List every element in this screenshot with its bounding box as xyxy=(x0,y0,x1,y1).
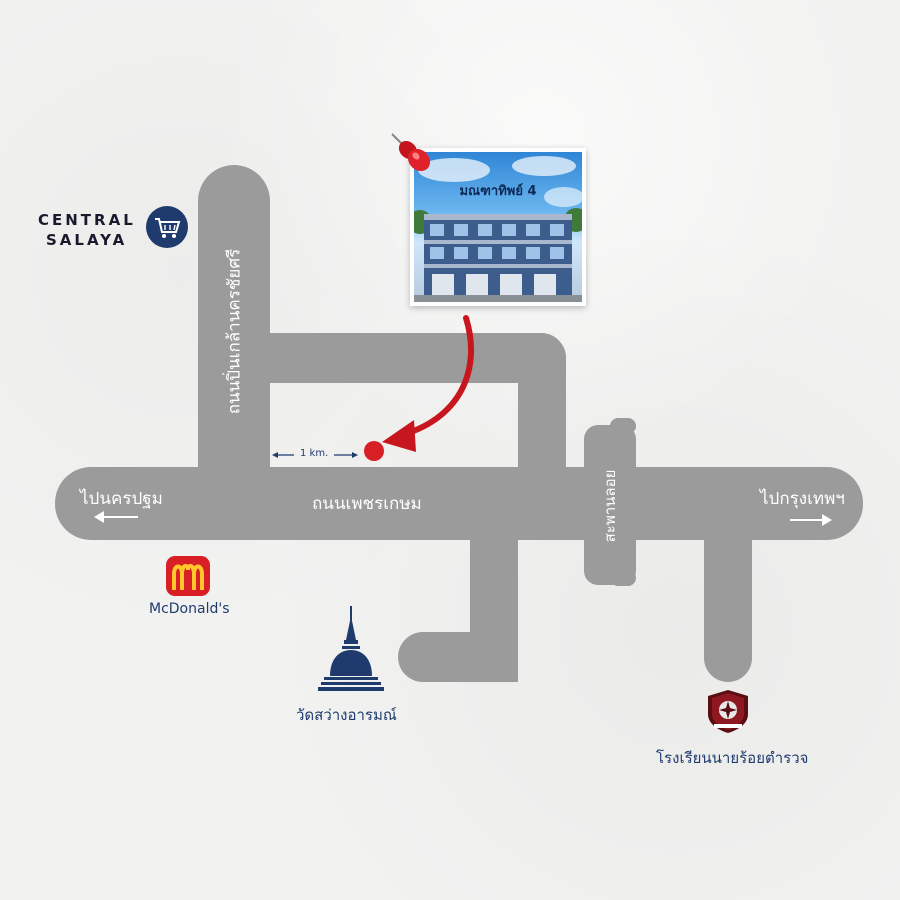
mcdonalds-label: McDonald's xyxy=(149,601,230,617)
central-salaya-label: CENTRAL SALAYA xyxy=(38,210,136,250)
direction-east-label: ไปกรุงเทพฯ xyxy=(760,489,845,509)
east-arrowhead-icon xyxy=(822,514,832,526)
distance-arrows xyxy=(272,452,358,458)
road-upper-loop-top xyxy=(198,333,566,383)
mcdonalds-logo-icon xyxy=(166,556,210,596)
central-line1: CENTRAL xyxy=(38,211,136,229)
road-bridge-notch-bottom xyxy=(610,570,636,586)
west-arrow xyxy=(100,516,138,518)
bridge-label: สะพานลอย xyxy=(601,469,619,543)
building-illustration xyxy=(414,156,582,302)
west-arrowhead-icon xyxy=(94,511,104,523)
road-left-vertical xyxy=(198,165,270,495)
temple-label: วัดสว่างอารมณ์ xyxy=(296,706,397,724)
police-school-label: โรงเรียนนายร้อยตำรวจ xyxy=(656,749,809,767)
central-line2: SALAYA xyxy=(46,231,128,249)
east-arrow xyxy=(790,519,824,521)
push-pin-icon xyxy=(391,133,431,172)
road-lower-branch xyxy=(398,632,518,682)
road-upper-loop-right xyxy=(518,333,566,493)
police-shield-icon xyxy=(708,690,748,733)
left-vertical-road-label: ถนนปิ่นเกล้านครชัยศรี xyxy=(224,248,245,415)
destination-arrow-icon xyxy=(382,315,475,452)
destination-title: มณฑาทิพย์ 4 xyxy=(459,184,537,199)
destination-photo-card: มณฑาทิพย์ 4 xyxy=(410,148,586,306)
road-bridge-notch-top xyxy=(610,418,636,434)
destination-marker xyxy=(364,441,384,461)
building-photo: มณฑาทิพย์ 4 xyxy=(414,152,582,302)
main-road-label: ถนนเพชรเกษม xyxy=(312,494,422,514)
road-bridge xyxy=(584,425,636,585)
direction-west-label: ไปนครปฐม xyxy=(80,489,163,509)
distance-label: 1 km. xyxy=(300,448,329,459)
temple-stupa-icon xyxy=(318,606,384,691)
shopping-cart-icon xyxy=(146,206,188,248)
road-right-vertical xyxy=(704,510,752,682)
